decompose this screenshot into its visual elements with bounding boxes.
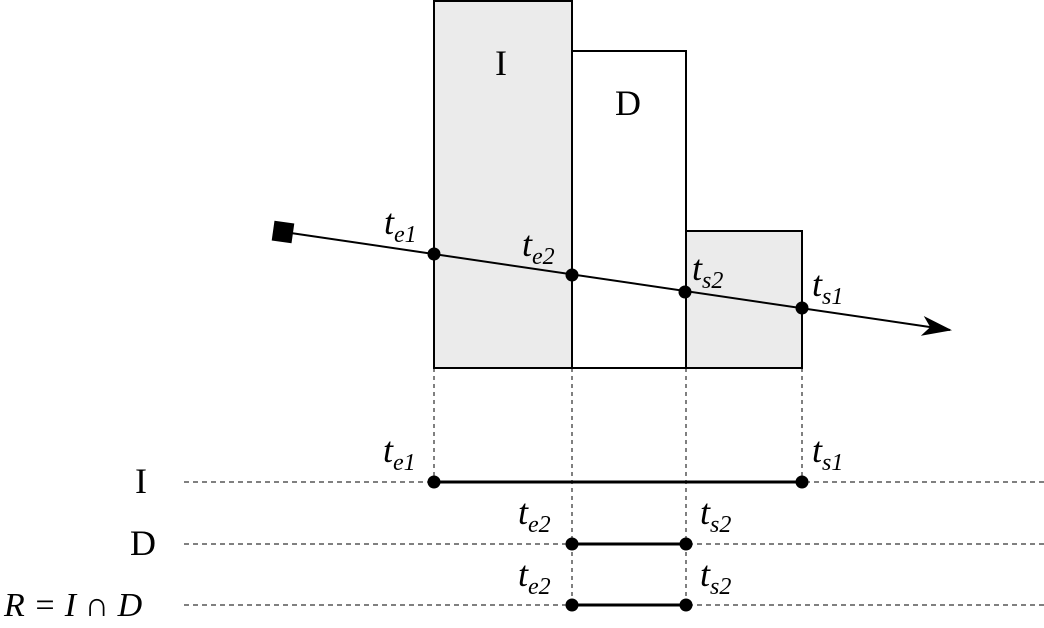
row-r-label: R = I ∩ D — [3, 587, 143, 624]
row-i-end-label: ts1 — [812, 430, 843, 476]
ray-point-te1 — [427, 247, 441, 261]
row-d-end-label: ts2 — [700, 492, 731, 538]
ray-point-te2 — [565, 268, 579, 282]
ray-origin-marker — [271, 220, 295, 244]
shape-d-label: D — [615, 83, 641, 123]
shape-i-label: I — [495, 43, 507, 83]
row-r-end-label: ts2 — [700, 554, 731, 600]
shape-i-tall-box — [433, 0, 573, 369]
row-i-end-point — [795, 475, 809, 489]
ray-point-ts2 — [678, 285, 692, 299]
row-r-end-point — [679, 598, 693, 612]
shape-d-box — [571, 50, 687, 369]
row-i-label: I — [135, 461, 147, 501]
row-i-start-label: te1 — [383, 430, 416, 476]
ray-label-ts2: ts2 — [692, 248, 723, 294]
row-r-start-label: te2 — [518, 554, 551, 600]
ray-label-te2: te2 — [522, 224, 555, 270]
row-d-start-point — [565, 537, 579, 551]
ray-line — [283, 231, 952, 336]
ray-label-ts1: ts1 — [812, 264, 843, 310]
ray-point-ts1 — [795, 301, 809, 315]
row-r-start-point — [565, 598, 579, 612]
row-d-start-label: te2 — [518, 492, 551, 538]
row-i-start-point — [427, 475, 441, 489]
ray-label-te1: te1 — [384, 202, 417, 248]
row-d-end-point — [679, 537, 693, 551]
row-d-label: D — [130, 523, 156, 563]
